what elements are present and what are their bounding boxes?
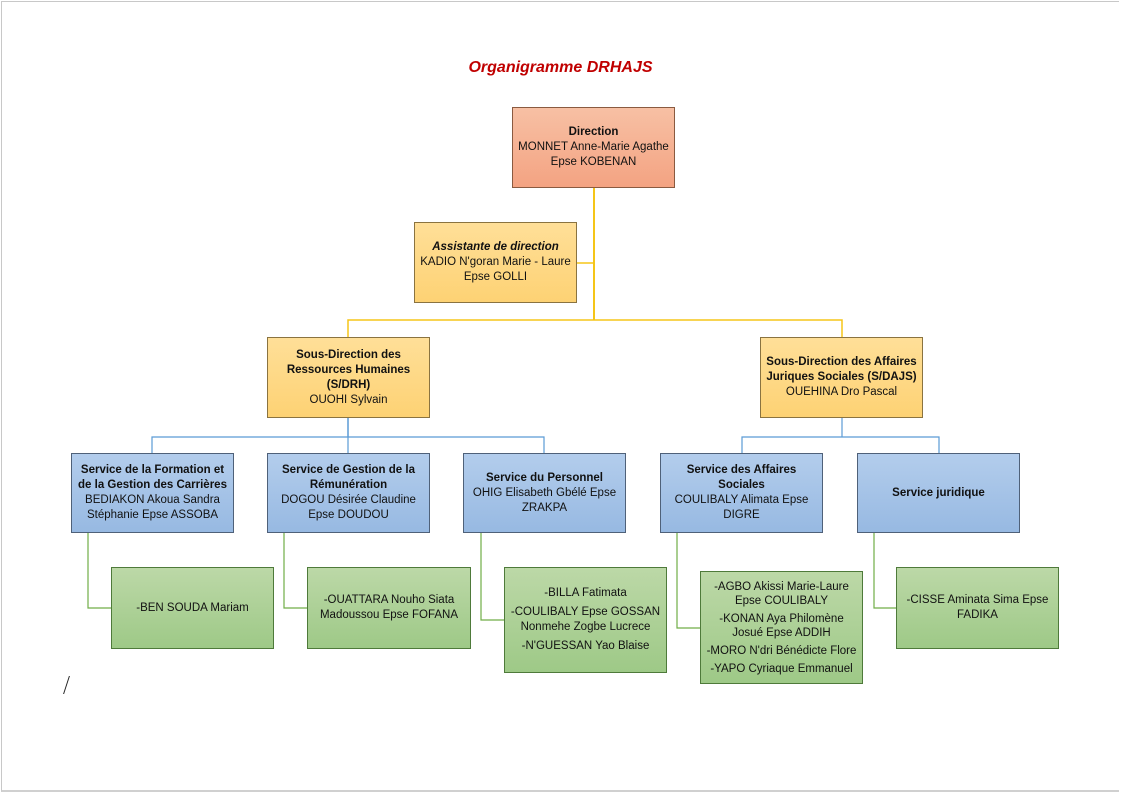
subdirection-heading-line: Sous-Direction des Affaires — [766, 356, 917, 368]
service-box-remuneration[interactable]: Service de Gestion de la Rémunération DO… — [267, 453, 430, 533]
service-heading-line: Service des Affaires Sociales — [686, 464, 797, 491]
service-name-line: ZRAKPA — [521, 501, 568, 514]
assistant-heading: Assistante de direction — [432, 241, 559, 253]
service-box-affaires-sociales[interactable]: Service des Affaires Sociales COULIBALY … — [660, 453, 823, 533]
assistant-box[interactable]: Assistante de direction KADIO N'goran Ma… — [414, 222, 577, 303]
subdirection-heading-line: Sous-Direction des — [296, 348, 401, 361]
staff-member: -BILLA Fatimata — [544, 587, 627, 599]
staff-member: -CISSE Aminata Sima Epse FADIKA — [906, 594, 1049, 621]
subdirection-heading-line: Juriques Sociales (S/DAJS) — [766, 371, 917, 383]
subdirection-box-sdajs[interactable]: Sous-Direction des Affaires Juriques Soc… — [760, 337, 923, 418]
staff-member: -N'GUESSAN Yao Blaise — [521, 640, 650, 652]
subdirection-heading-line: (S/DRH) — [326, 378, 371, 391]
staff-member: -AGBO Akissi Marie-Laure Epse COULIBALY — [714, 580, 849, 607]
chart-title: Organigramme DRHAJS — [468, 59, 653, 76]
service-heading-line: Service de Gestion de la — [282, 464, 415, 476]
staff-member: -OUATTARA Nouho Siata Madoussou Epse FOF… — [319, 594, 459, 621]
staff-box-affaires-sociales[interactable]: -AGBO Akissi Marie-Laure Epse COULIBALY … — [700, 571, 863, 684]
direction-name-line: Epse KOBENAN — [550, 156, 637, 168]
assistant-name-line: KADIO N'goran Marie - Laure — [420, 256, 571, 268]
service-box-juridique[interactable]: Service juridique — [857, 453, 1020, 533]
service-heading-line: de la Gestion des Carrières — [78, 479, 227, 491]
service-name-line: DOGOU Désirée Claudine — [281, 494, 416, 506]
connector-staff-4 — [676, 533, 700, 629]
subdirection-box-sdrh[interactable]: Sous-Direction des Ressources Humaines (… — [267, 337, 430, 418]
service-name-line: DIGRE — [723, 509, 760, 521]
staff-member: -KONAN Aya Philomène Josué Epse ADDIH — [719, 612, 844, 639]
subdirection-heading-line: Ressources Humaines — [286, 363, 411, 376]
service-name-line: COULIBALY Alimata Epse — [674, 494, 809, 506]
staff-member: -YAPO Cyriaque Emmanuel — [710, 662, 853, 675]
direction-box[interactable]: Direction MONNET Anne-Marie Agathe Epse … — [512, 107, 675, 188]
service-name-line: Stéphanie Epse ASSOBA — [86, 509, 219, 521]
assistant-name-line: Epse GOLLI — [463, 271, 528, 283]
staff-member: -BEN SOUDA Mariam — [136, 601, 249, 614]
staff-box-formation[interactable]: -BEN SOUDA Mariam — [111, 567, 274, 649]
connector-staff-3 — [480, 533, 504, 621]
direction-heading: Direction — [568, 126, 619, 138]
service-heading-line: Service du Personnel — [486, 471, 603, 484]
connector-staff-2 — [283, 533, 307, 609]
connector-subdirections — [347, 319, 843, 337]
service-name-line: BEDIAKON Akoua Sandra — [85, 494, 220, 506]
staff-box-remuneration[interactable]: -OUATTARA Nouho Siata Madoussou Epse FOF… — [307, 567, 471, 649]
service-heading-line: Service juridique — [892, 486, 985, 499]
staff-box-juridique[interactable]: -CISSE Aminata Sima Epse FADIKA — [896, 567, 1059, 649]
service-name-line: OHIG Elisabeth Gbélé Epse — [472, 486, 617, 499]
subdirection-name-line: OUOHI Sylvain — [309, 393, 388, 406]
connector-staff-1 — [87, 533, 111, 609]
staff-member: -COULIBALY Epse GOSSAN Nonmehe Zogbe Luc… — [510, 606, 661, 633]
service-box-personnel[interactable]: Service du Personnel OHIG Elisabeth Gbél… — [463, 453, 626, 533]
connector-staff-5 — [873, 533, 897, 609]
service-box-formation[interactable]: Service de la Formation et de la Gestion… — [71, 453, 234, 533]
direction-name-line: MONNET Anne-Marie Agathe — [518, 141, 669, 153]
service-heading-line: Rémunération — [309, 479, 388, 491]
subdirection-name-line: OUEHINA Dro Pascal — [785, 386, 898, 398]
staff-box-personnel[interactable]: -BILLA Fatimata -COULIBALY Epse GOSSAN N… — [504, 567, 667, 673]
staff-member: -MORO N'dri Bénédicte Flore — [706, 644, 857, 657]
service-heading-line: Service de la Formation et — [80, 464, 225, 476]
service-name-line: Epse DOUDOU — [308, 509, 389, 521]
connector-sdajs-services — [741, 436, 940, 453]
